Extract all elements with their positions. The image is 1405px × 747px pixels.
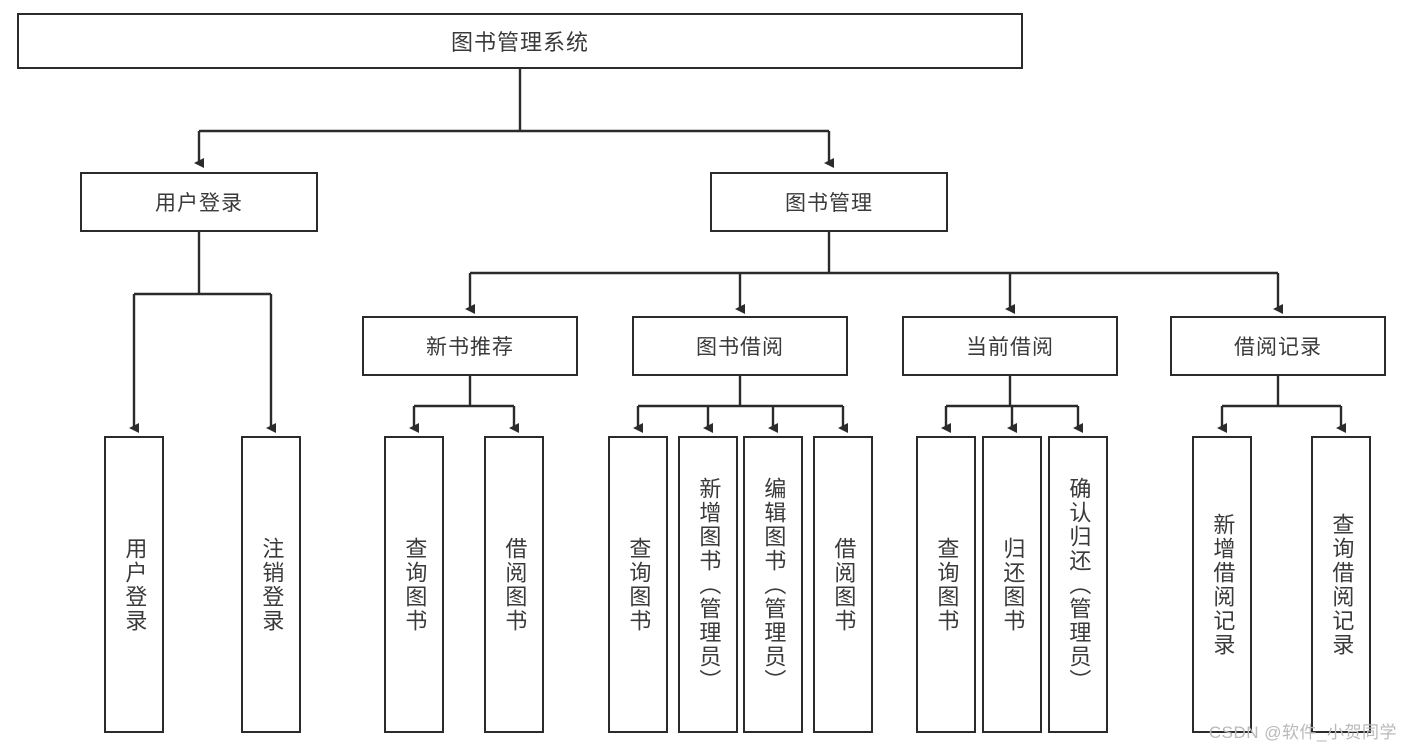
node-book-borrow[interactable]: 图书借阅 [632,316,848,376]
leaf-current-borrow-2[interactable]: 归还图书 [982,436,1042,733]
node-user-login[interactable]: 用户登录 [80,172,318,232]
leaf-label: 新增借阅记录 [1210,512,1236,657]
leaf-current-borrow-1[interactable]: 查询图书 [916,436,976,733]
leaf-label: 确认归还（管理员） [1066,476,1092,693]
node-label: 图书管理 [785,192,873,215]
node-label: 用户登录 [155,192,243,215]
leaf-label: 查询图书 [934,536,960,633]
leaf-book-borrow-2[interactable]: 新增图书（管理员） [678,436,738,733]
node-current-borrow[interactable]: 当前借阅 [902,316,1118,376]
leaf-user-login-1[interactable]: 用户登录 [104,436,164,733]
node-label: 新书推荐 [426,336,514,359]
node-label: 图书借阅 [696,336,784,359]
leaf-label: 注销登录 [259,536,285,633]
node-book-management[interactable]: 图书管理 [710,172,948,232]
leaf-label: 查询借阅记录 [1329,512,1355,657]
leaf-label: 查询图书 [402,536,428,633]
leaf-borrow-record-1[interactable]: 新增借阅记录 [1192,436,1252,733]
node-label: 借阅记录 [1234,336,1322,359]
leaf-borrow-record-2[interactable]: 查询借阅记录 [1311,436,1371,733]
leaf-label: 编辑图书（管理员） [761,476,787,693]
watermark-text: CSDN @软件_小贺同学 [1208,723,1397,742]
leaf-label: 用户登录 [122,536,148,633]
leaf-book-borrow-3[interactable]: 编辑图书（管理员） [743,436,803,733]
leaf-label: 新增图书（管理员） [696,476,722,693]
node-borrow-record[interactable]: 借阅记录 [1170,316,1386,376]
leaf-new-book-1[interactable]: 查询图书 [384,436,444,733]
leaf-book-borrow-4[interactable]: 借阅图书 [813,436,873,733]
leaf-label: 借阅图书 [502,536,528,633]
node-new-book-recommend[interactable]: 新书推荐 [362,316,578,376]
node-root-book-management-system[interactable]: 图书管理系统 [17,13,1023,69]
leaf-new-book-2[interactable]: 借阅图书 [484,436,544,733]
leaf-label: 归还图书 [1000,536,1026,633]
node-label: 图书管理系统 [450,30,589,55]
leaf-label: 查询图书 [626,536,652,633]
leaf-label: 借阅图书 [831,536,857,633]
leaf-book-borrow-1[interactable]: 查询图书 [608,436,668,733]
node-label: 当前借阅 [966,336,1054,359]
leaf-user-login-2[interactable]: 注销登录 [241,436,301,733]
leaf-current-borrow-3[interactable]: 确认归还（管理员） [1048,436,1108,733]
